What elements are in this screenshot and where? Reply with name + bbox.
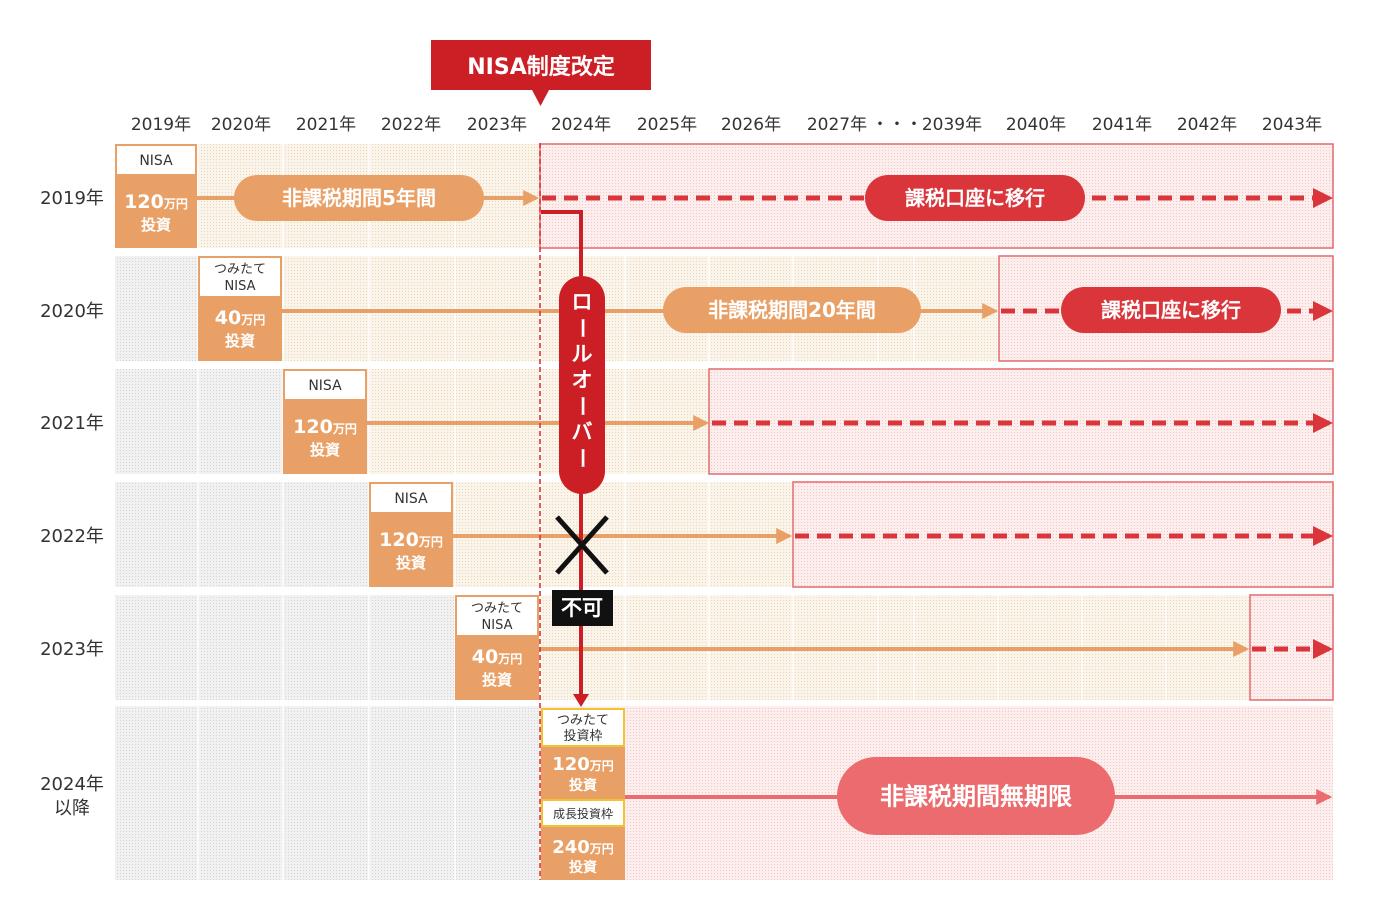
growth-label: 成長投資枠	[553, 806, 613, 821]
not-allowed-badge: 不可	[552, 590, 613, 626]
not-allowed-x-mark	[555, 515, 609, 575]
column-year-label: 2022年	[381, 115, 441, 135]
investment-boxes: NISA120万円投資つみたてNISA40万円投資NISA120万円投資NISA…	[115, 144, 625, 880]
column-year-label: 2023年	[467, 115, 527, 135]
column-year-label: 2024年	[551, 115, 611, 135]
column-year-label: 2042年	[1177, 115, 1237, 135]
account-name: NISA	[482, 618, 513, 633]
account-name: NISA	[139, 153, 173, 169]
rollover-label-char: ー	[570, 448, 594, 469]
account-name-box	[371, 484, 451, 512]
column-year-label: 2020年	[211, 115, 271, 135]
column-year-label: 2043年	[1262, 115, 1322, 135]
taxable-transfer-pill: 課税口座に移行	[865, 175, 1085, 221]
column-year-label: 2027年	[807, 115, 867, 135]
tsumitate-label: つみたて	[557, 713, 609, 728]
column-year-label: 2026年	[721, 115, 781, 135]
row-year-label: 以降	[54, 798, 90, 819]
rollover-line	[541, 210, 583, 700]
column-year-label: 2019年	[131, 115, 191, 135]
amount-label: 40万円	[472, 646, 522, 668]
account-name-box	[200, 258, 280, 296]
indefinite-period-pill: 非課税期間無期限	[837, 757, 1115, 835]
tsumitate-label-box	[541, 708, 625, 747]
row-year-label: 2023年	[40, 639, 104, 660]
invest-label: 投資	[225, 332, 255, 350]
indefinite-period-pill-label: 非課税期間無期限	[880, 783, 1072, 811]
column-year-label: 2041年	[1092, 115, 1152, 135]
invest-label: 投資	[396, 554, 426, 572]
taxable-transfer-pill: 課税口座に移行	[1061, 287, 1281, 333]
row-year-label: 2019年	[40, 188, 104, 209]
tax-free-period-pill: 非課税期間5年間	[234, 175, 484, 221]
row-year-label: 2022年	[40, 526, 104, 547]
column-year-label: 2040年	[1006, 115, 1066, 135]
reform-banner-label: NISA制度改定	[467, 54, 614, 80]
taxable-transfer-pill-label: 課税口座に移行	[1101, 298, 1241, 322]
tax-free-period-pill: 非課税期間20年間	[663, 287, 921, 333]
account-name: NISA	[394, 491, 428, 507]
rollover-label-char: オ	[572, 368, 593, 392]
amount-label: 240万円	[552, 837, 614, 858]
not-allowed-label: 不可	[561, 596, 603, 620]
account-name: つみたて	[214, 262, 266, 277]
tsumitate-label: 投資枠	[563, 728, 602, 744]
invest-label: 投資	[310, 441, 340, 459]
rollover-label-char: ー	[570, 396, 594, 417]
period-pills: 非課税期間5年間課税口座に移行非課税期間20年間課税口座に移行非課税期間無期限	[234, 175, 1281, 835]
rollover-label-char: ル	[572, 342, 593, 366]
rollover-arrowhead	[573, 694, 589, 707]
row-year-label: 2020年	[40, 301, 104, 322]
row-year-label: 2021年	[40, 413, 104, 434]
rollover-label-char: バ	[572, 420, 593, 444]
column-year-label: 2021年	[296, 115, 356, 135]
account-name-box	[285, 371, 365, 399]
rollover-label-char: ー	[570, 318, 594, 339]
account-name-box	[117, 146, 195, 174]
account-name: NISA	[308, 378, 342, 394]
growth-label-box	[541, 799, 625, 827]
invest-label: 投資	[569, 777, 597, 794]
invest-label: 投資	[569, 859, 597, 876]
column-year-label: 2025年	[637, 115, 697, 135]
tax-free-period-pill-label: 非課税期間5年間	[282, 186, 436, 210]
column-year-label: ・・・	[872, 115, 923, 135]
taxable-transfer-pill-label: 課税口座に移行	[905, 186, 1045, 210]
account-name: つみたて	[471, 601, 523, 616]
invest-label: 投資	[482, 671, 512, 689]
amount-label: 40万円	[215, 307, 265, 329]
year-header-row: 2019年 2020年 2021年 2022年 2023年 2024年 2025年 2026年…	[131, 115, 1322, 135]
amount-label: 120万円	[379, 529, 443, 551]
invest-label: 投資	[141, 216, 171, 234]
reform-banner: NISA制度改定	[431, 40, 651, 106]
account-name-box	[457, 597, 537, 635]
column-year-label: 2039年	[922, 115, 982, 135]
amount-label: 120万円	[124, 191, 188, 213]
amount-label: 120万円	[552, 754, 614, 775]
amount-label: 120万円	[293, 416, 357, 438]
rollover-label-char: ロ	[572, 290, 593, 314]
tax-free-period-pill-label: 非課税期間20年間	[708, 298, 876, 322]
row-year-label: 2024年	[40, 774, 104, 795]
account-name: NISA	[225, 279, 256, 294]
